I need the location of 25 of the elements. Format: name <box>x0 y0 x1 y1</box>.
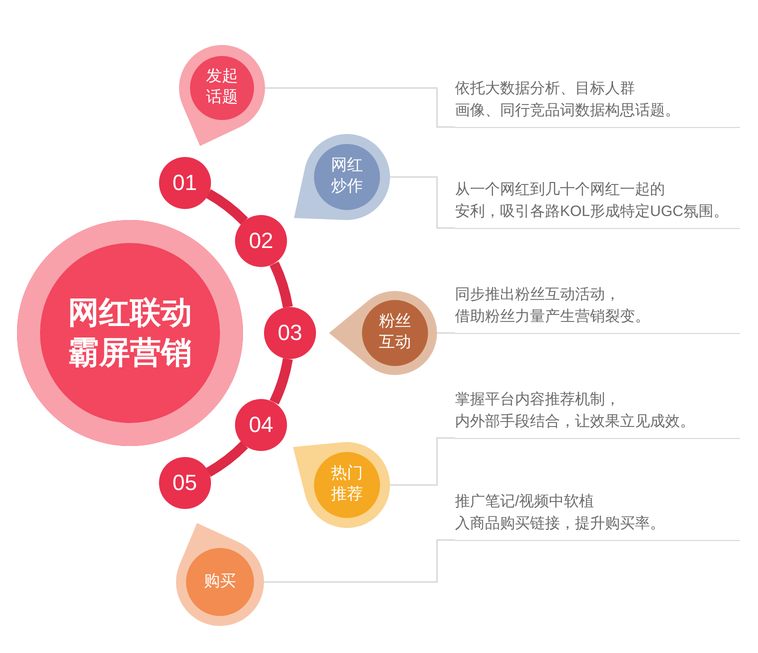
leader-line <box>436 332 455 334</box>
description-text: 同步推出粉丝互动活动，借助粉丝力量产生营销裂变。 <box>455 284 740 334</box>
description-text: 从一个网红到几十个网红一起的安利，吸引各路KOL形成特定UGC氛围。 <box>455 178 740 229</box>
number-circle: 02 <box>235 215 288 268</box>
leader-line <box>390 176 455 229</box>
number-circle: 01 <box>158 156 211 209</box>
arc-connector <box>206 189 248 225</box>
leader-line <box>265 87 455 128</box>
number-circle: 03 <box>264 307 316 359</box>
teardrop-marker: 购买 <box>176 523 264 626</box>
leader-line <box>264 539 455 583</box>
description-text: 推广笔记/视频中软植入商品购买链接，提升购买率。 <box>455 490 740 541</box>
teardrop-marker: 粉丝互动 <box>329 291 437 375</box>
number-circle: 05 <box>158 457 211 510</box>
arc-connector <box>206 441 248 477</box>
description-text: 依托大数据分析、目标人群画像、同行竞品词数据构思话题。 <box>455 78 740 128</box>
description-text: 掌握平台内容推荐机制，内外部手段结合，让效果立见成效。 <box>455 388 740 439</box>
arc-connector <box>270 358 293 404</box>
teardrop-marker: 发起话题 <box>179 45 265 146</box>
number-circle: 04 <box>235 398 288 451</box>
center-circle: 网红联动霸屏营销 <box>17 220 243 446</box>
leader-line <box>390 437 455 486</box>
teardrop-marker: 热门推荐 <box>293 442 390 528</box>
teardrop-marker: 网红炒作 <box>294 134 390 220</box>
arc-connector <box>270 262 293 308</box>
